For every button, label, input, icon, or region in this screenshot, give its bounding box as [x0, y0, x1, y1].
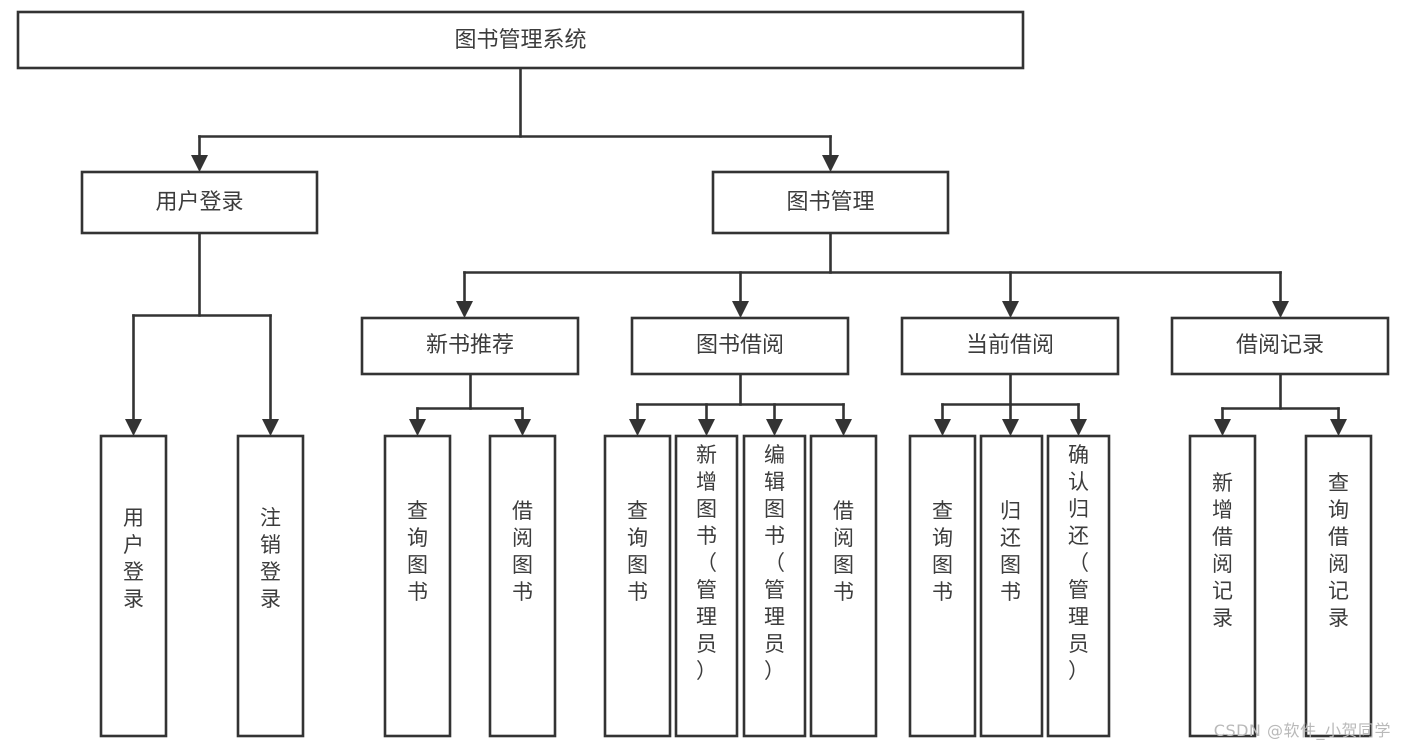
- node-leaf-user-logout-box[interactable]: [236, 434, 305, 738]
- arrow-leaf-borrow-book-2: [835, 419, 852, 436]
- arrow-leaf-edit-book: [766, 419, 783, 436]
- node-leaf-edit-book[interactable]: 编辑图书（管理员）: [742, 434, 807, 738]
- node-user-login[interactable]: 用户登录: [80, 170, 319, 235]
- node-leaf-return-book-label: 归还图书: [1000, 499, 1021, 604]
- arrow-borrow-record: [1272, 301, 1289, 318]
- arrow-leaf-query-book-3: [934, 419, 951, 436]
- node-leaf-confirm-return-box[interactable]: [1046, 434, 1111, 738]
- node-leaf-add-record-label: 新增借阅记录: [1212, 471, 1233, 630]
- node-root-label: 图书管理系统: [454, 28, 586, 53]
- node-book-manage[interactable]: 图书管理: [711, 170, 950, 235]
- node-root[interactable]: 图书管理系统: [16, 10, 1025, 70]
- node-leaf-add-record-box[interactable]: [1188, 434, 1257, 738]
- node-leaf-return-book-box[interactable]: [979, 434, 1044, 738]
- arrow-leaf-confirm-return: [1070, 419, 1087, 436]
- node-leaf-edit-book-box[interactable]: [742, 434, 807, 738]
- node-leaf-confirm-return-label: 确认归还（管理员）: [1068, 443, 1089, 683]
- arrow-new-book-recommend: [456, 301, 473, 318]
- node-leaf-query-record-box[interactable]: [1304, 434, 1373, 738]
- node-leaf-query-book-2[interactable]: 查询图书: [603, 434, 672, 738]
- node-leaf-query-book-1[interactable]: 查询图书: [383, 434, 452, 738]
- node-borrow-record-label: 借阅记录: [1236, 333, 1324, 358]
- node-leaf-user-logout-label: 注销登录: [260, 506, 281, 611]
- node-leaf-add-book-label: 新增图书（管理员）: [696, 443, 717, 683]
- node-current-borrow[interactable]: 当前借阅: [900, 316, 1120, 376]
- node-leaf-user-login-box[interactable]: [99, 434, 168, 738]
- node-book-borrow[interactable]: 图书借阅: [630, 316, 850, 376]
- arrow-current-borrow: [1002, 301, 1019, 318]
- node-leaf-query-book-3-box[interactable]: [908, 434, 977, 738]
- csdn-watermark: CSDN @软件_小贺同学: [1213, 721, 1391, 740]
- node-leaf-edit-book-label: 编辑图书（管理员）: [764, 443, 785, 683]
- node-leaf-query-book-2-box[interactable]: [603, 434, 672, 738]
- arrow-user-login: [191, 155, 208, 172]
- node-leaf-query-book-3-label: 查询图书: [932, 499, 953, 604]
- connectors-group: [125, 66, 1347, 436]
- node-leaf-query-book-3[interactable]: 查询图书: [908, 434, 977, 738]
- arrow-book-manage: [822, 155, 839, 172]
- node-book-manage-box[interactable]: [711, 170, 950, 235]
- node-leaf-borrow-book-2[interactable]: 借阅图书: [809, 434, 878, 738]
- node-leaf-query-record-label: 查询借阅记录: [1328, 471, 1349, 630]
- arrow-leaf-user-logout: [262, 419, 279, 436]
- node-new-book-recommend-box[interactable]: [360, 316, 580, 376]
- arrow-leaf-add-book: [698, 419, 715, 436]
- node-leaf-borrow-book-1[interactable]: 借阅图书: [488, 434, 557, 738]
- node-user-login-label: 用户登录: [155, 190, 243, 215]
- node-new-book-recommend-label: 新书推荐: [426, 333, 514, 358]
- node-leaf-user-login-label: 用户登录: [123, 506, 144, 611]
- node-new-book-recommend[interactable]: 新书推荐: [360, 316, 580, 376]
- node-leaf-query-book-1-label: 查询图书: [407, 499, 428, 604]
- node-leaf-borrow-book-1-box[interactable]: [488, 434, 557, 738]
- node-leaf-query-book-2-label: 查询图书: [627, 499, 648, 604]
- node-leaf-add-book-box[interactable]: [674, 434, 739, 738]
- arrow-leaf-borrow-book-1: [514, 419, 531, 436]
- node-book-borrow-box[interactable]: [630, 316, 850, 376]
- arrow-leaf-user-login: [125, 419, 142, 436]
- node-leaf-add-book[interactable]: 新增图书（管理员）: [674, 434, 739, 738]
- node-current-borrow-label: 当前借阅: [966, 333, 1054, 358]
- node-leaf-borrow-book-1-label: 借阅图书: [512, 499, 533, 604]
- node-book-manage-label: 图书管理: [786, 190, 874, 215]
- arrow-leaf-return-book: [1002, 419, 1019, 436]
- node-leaf-user-login[interactable]: 用户登录: [99, 434, 168, 738]
- node-book-borrow-label: 图书借阅: [696, 333, 784, 358]
- node-leaf-query-record[interactable]: 查询借阅记录: [1304, 434, 1373, 738]
- node-leaf-borrow-book-2-label: 借阅图书: [833, 499, 854, 604]
- node-leaf-confirm-return[interactable]: 确认归还（管理员）: [1046, 434, 1111, 738]
- node-borrow-record-box[interactable]: [1170, 316, 1390, 376]
- node-leaf-return-book[interactable]: 归还图书: [979, 434, 1044, 738]
- node-user-login-box[interactable]: [80, 170, 319, 235]
- arrow-leaf-add-record: [1214, 419, 1231, 436]
- arrow-leaf-query-book-1: [409, 419, 426, 436]
- node-leaf-add-record[interactable]: 新增借阅记录: [1188, 434, 1257, 738]
- node-root-box[interactable]: [16, 10, 1025, 70]
- arrow-leaf-query-record: [1330, 419, 1347, 436]
- node-leaf-user-logout[interactable]: 注销登录: [236, 434, 305, 738]
- arrow-book-borrow: [732, 301, 749, 318]
- node-current-borrow-box[interactable]: [900, 316, 1120, 376]
- node-borrow-record[interactable]: 借阅记录: [1170, 316, 1390, 376]
- arrow-leaf-query-book-2: [629, 419, 646, 436]
- node-leaf-query-book-1-box[interactable]: [383, 434, 452, 738]
- node-leaf-borrow-book-2-box[interactable]: [809, 434, 878, 738]
